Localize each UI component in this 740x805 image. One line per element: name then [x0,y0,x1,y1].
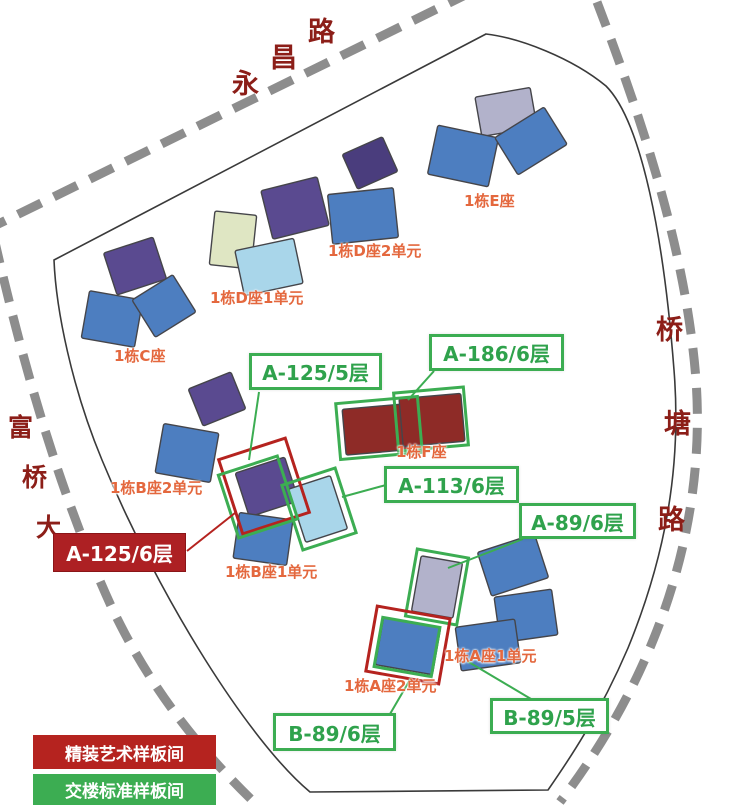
legend-standard-sample-room: 交楼标准样板间 [33,774,216,805]
building-label-c: 1栋C座 [114,347,166,365]
road-fuqiao-line [0,243,262,805]
building-label-e: 1栋E座 [464,192,515,210]
road-name-yongchang: 永昌路 [232,17,335,100]
connector-a89-6 [447,538,524,569]
connector-a186-6 [407,370,435,401]
building-b-1 [188,371,246,427]
unit-tag-a113-6f[interactable]: A-113/6层 [384,466,519,503]
building-label-b1: 1栋B座1单元 [225,563,318,581]
legend-deluxe-sample-room: 精装艺术样板间 [33,735,216,769]
road-name-qiaotang: 桥塘路 [656,315,691,536]
marker-green-a2 [372,615,442,679]
building-c-3 [132,274,196,338]
building-d-5 [234,237,304,297]
building-d-2 [260,176,330,240]
unit-tag-b89-6f[interactable]: B-89/6层 [273,713,396,751]
unit-tag-a125-6f[interactable]: A-125/6层 [53,533,186,572]
building-label-b2: 1栋B座2单元 [110,479,203,497]
building-d-1 [342,136,398,190]
building-label-d2: 1栋D座2单元 [328,242,422,260]
building-e-3 [494,107,568,175]
building-b-2 [154,423,220,483]
connector-b89-5 [466,660,532,700]
building-label-f: 1栋F座 [396,443,447,461]
marker-red-a2 [364,604,452,686]
marker-green-b-lightblue [279,466,359,552]
road-qiaotang-line [556,0,702,805]
unit-tag-a186-6f[interactable]: A-186/6层 [429,334,564,371]
building-d-3 [327,187,399,245]
building-c-1 [103,236,167,296]
building-f-2 [398,392,466,448]
building-label-d1: 1栋D座1单元 [210,289,304,307]
building-a-4 [454,618,522,672]
site-boundary [53,33,677,793]
building-label-a1: 1栋A座1单元 [444,647,537,665]
connector-a125-6 [186,512,236,552]
unit-tag-b89-5f[interactable]: B-89/5层 [490,698,609,734]
marker-green-f-right [391,385,471,453]
unit-tag-a125-5f[interactable]: A-125/5层 [249,353,382,390]
building-e-2 [427,124,499,188]
road-yongchang-line [0,0,466,229]
connector-b89-6 [389,677,412,715]
building-label-a2: 1栋A座2单元 [344,677,437,695]
connector-a125-5 [248,391,260,461]
marker-red-b2 [216,436,312,536]
unit-tag-a89-6f[interactable]: A-89/6层 [519,503,636,539]
building-c-2 [80,290,144,348]
connector-a113-6 [341,484,387,498]
marker-green-b2 [216,454,300,540]
marker-green-f-left [334,394,424,462]
marker-green-a1-gray [403,547,471,627]
road-name-fuqiao: 富桥大 [8,413,62,542]
